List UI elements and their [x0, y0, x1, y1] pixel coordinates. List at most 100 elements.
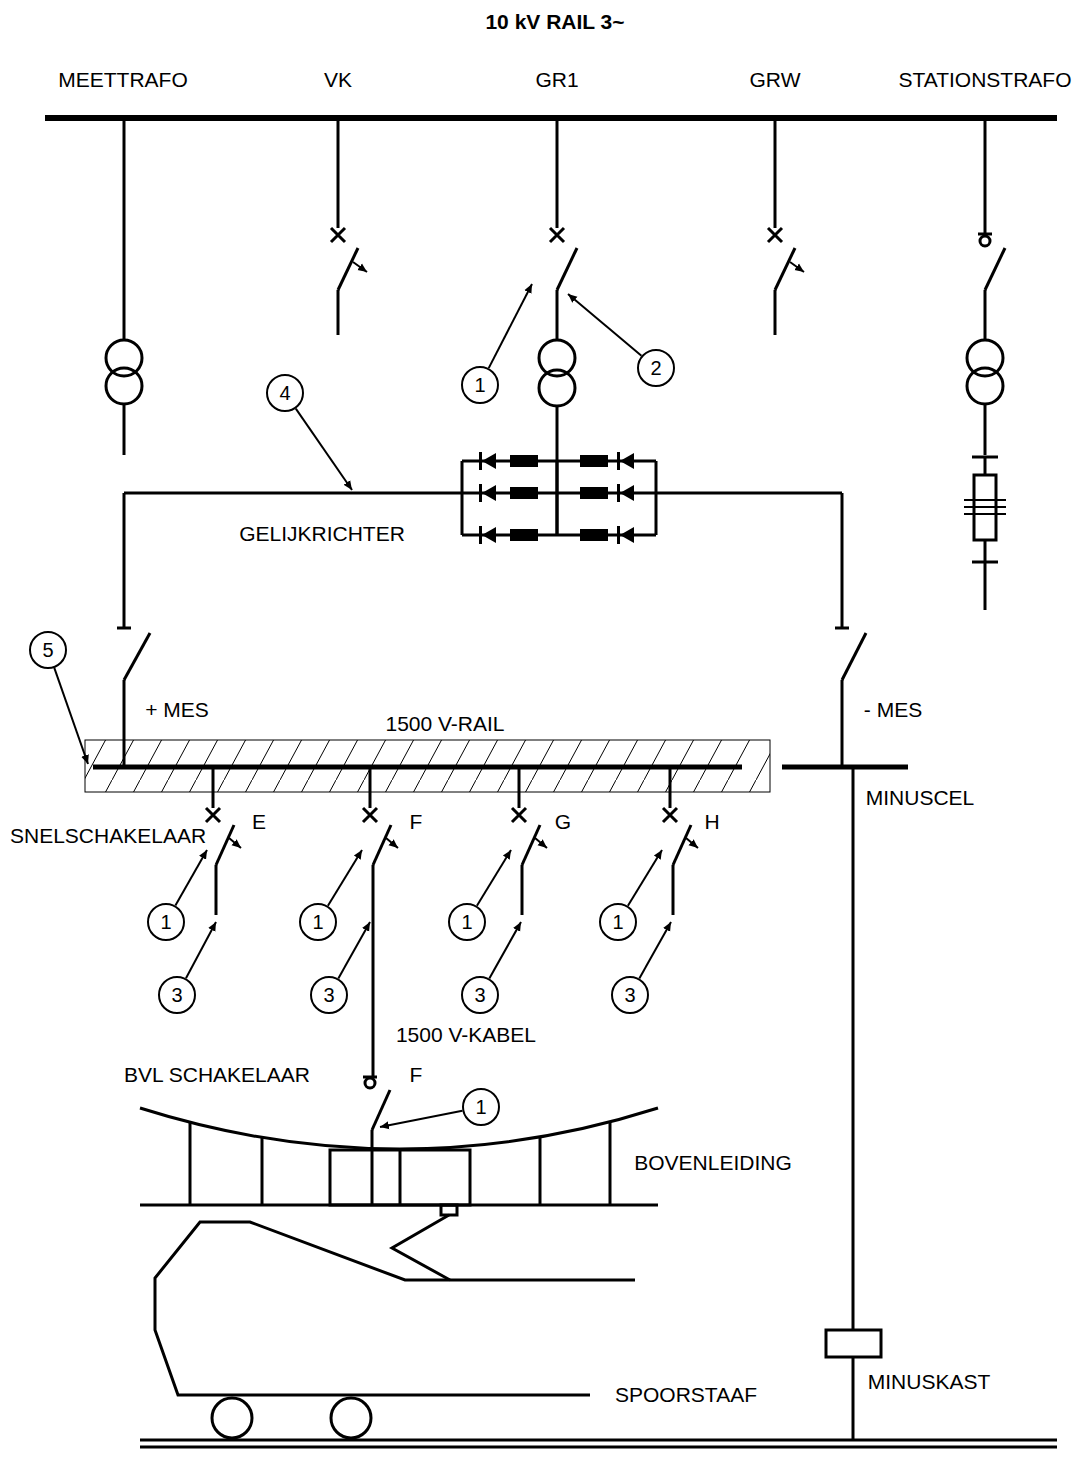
diode — [620, 485, 634, 501]
feeder-wire — [215, 865, 218, 915]
label: MEETTRAFO — [58, 68, 188, 91]
label: E — [252, 810, 266, 833]
label: + MES — [145, 698, 209, 721]
leader-line — [639, 922, 671, 978]
diode-bar — [617, 452, 620, 470]
breaker-x — [206, 808, 220, 822]
leader-line — [489, 922, 521, 978]
feeder-wire — [369, 767, 372, 808]
callout-number: 3 — [474, 984, 485, 1006]
callout-circle — [462, 367, 498, 403]
callout-number: 4 — [279, 382, 290, 404]
trip-arrow — [229, 838, 241, 848]
callout-number: 1 — [312, 911, 323, 933]
callout-circle — [612, 977, 648, 1013]
leader-line — [628, 850, 662, 906]
callout-number: 1 — [474, 374, 485, 396]
diode — [482, 527, 496, 543]
trip-arrow — [686, 838, 698, 848]
label: BOVENLEIDING — [634, 1151, 792, 1174]
feeder-wire — [212, 767, 215, 808]
leader-line — [175, 850, 207, 905]
callout-circle — [638, 350, 674, 386]
callout-number: 3 — [171, 984, 182, 1006]
feeder-wire — [372, 865, 375, 1077]
label: BVL SCHAKELAAR — [124, 1063, 310, 1086]
diode-bar — [617, 484, 620, 502]
feeder-wire — [518, 767, 521, 808]
leader-line — [186, 922, 216, 978]
label: MINUSCEL — [866, 786, 975, 809]
leader-line — [54, 668, 88, 764]
label: MINUSKAST — [868, 1370, 991, 1393]
label: SNELSCHAKELAAR — [8, 824, 208, 847]
callout-circle — [159, 977, 195, 1013]
feeder-wire — [672, 865, 675, 915]
switch-blade — [673, 825, 691, 865]
diode — [620, 453, 634, 469]
dropper — [609, 1122, 612, 1205]
callout-circle — [311, 977, 347, 1013]
label: GR1 — [535, 68, 578, 91]
choke — [580, 487, 608, 499]
breaker-x — [663, 808, 677, 822]
choke — [510, 455, 538, 467]
label: 1500 V-KABEL — [396, 1023, 536, 1046]
dropper — [399, 1149, 402, 1205]
label: GRW — [750, 68, 801, 91]
switch-blade — [216, 825, 234, 865]
switch-blade — [373, 825, 391, 865]
leader-line — [328, 850, 362, 906]
leader-line — [489, 284, 532, 368]
callout-circle — [148, 904, 184, 940]
callout-number: 1 — [612, 911, 623, 933]
callout-circle — [30, 632, 66, 668]
label: F — [410, 810, 423, 833]
leader-line — [568, 294, 641, 356]
callout-number: 1 — [461, 911, 472, 933]
label: 1500 V-RAIL — [385, 712, 504, 735]
leader-line — [380, 1111, 462, 1127]
diode-bar — [479, 452, 482, 470]
callout-number: 1 — [475, 1096, 486, 1118]
feeder-wire — [521, 865, 524, 915]
leader-line — [338, 922, 370, 978]
feeder-wire — [669, 767, 672, 808]
callout-circle — [449, 904, 485, 940]
diode-bar — [617, 526, 620, 544]
leader-line — [296, 409, 352, 490]
callout-circle — [267, 375, 303, 411]
callout-number: 5 — [42, 639, 53, 661]
dropper — [189, 1122, 192, 1205]
diode-bar — [479, 484, 482, 502]
callout-number: 3 — [624, 984, 635, 1006]
callout-circle — [600, 904, 636, 940]
label: GELIJKRICHTER — [239, 522, 405, 545]
label: G — [555, 810, 571, 833]
breaker-x — [363, 808, 377, 822]
callout-circle — [300, 904, 336, 940]
callout-circle — [463, 1089, 499, 1125]
title: 10 kV RAIL 3~ — [485, 10, 624, 33]
breaker-x — [512, 808, 526, 822]
label: F — [410, 1063, 423, 1086]
choke — [510, 487, 538, 499]
dropper — [261, 1138, 264, 1205]
callout-number: 1 — [160, 911, 171, 933]
label: - MES — [864, 698, 922, 721]
callout-number: 3 — [323, 984, 334, 1006]
label: SPOORSTAAF — [615, 1383, 757, 1406]
label: STATIONSTRAFO — [898, 68, 1071, 91]
label: H — [704, 810, 719, 833]
choke — [510, 529, 538, 541]
diode — [482, 453, 496, 469]
diode — [620, 527, 634, 543]
callout-circle — [462, 977, 498, 1013]
diode — [482, 485, 496, 501]
label: VK — [324, 68, 352, 91]
trip-arrow — [535, 838, 547, 848]
diode-bar — [479, 526, 482, 544]
choke — [580, 529, 608, 541]
